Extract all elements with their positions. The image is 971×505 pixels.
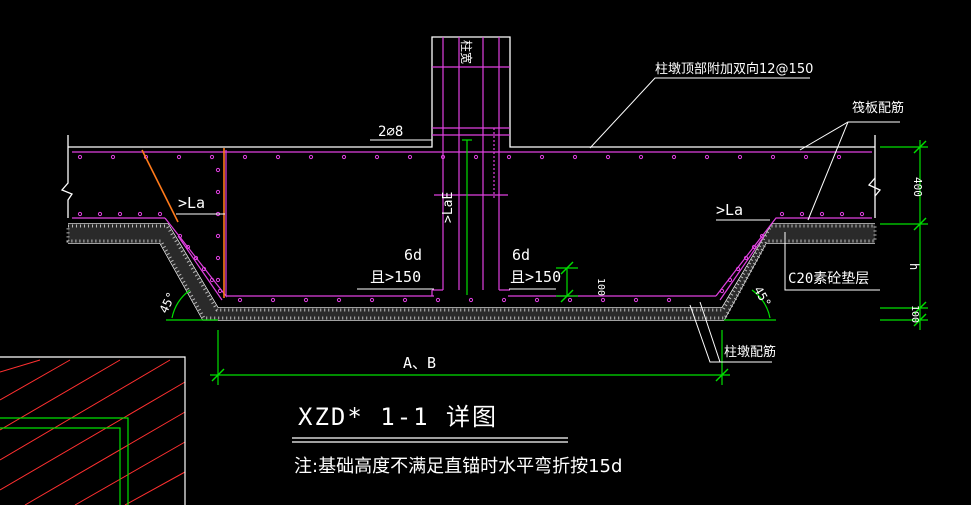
rebar-dot xyxy=(567,297,573,303)
dim-400-label: 400 xyxy=(911,177,924,197)
rebar-dot xyxy=(77,154,83,160)
stirrup-label: 2⌀8 xyxy=(378,124,403,140)
rebar-dot xyxy=(743,255,749,261)
bend-right-150: 且>150 xyxy=(510,268,561,286)
raft-rebar-label: 筏板配筋 xyxy=(852,100,904,116)
rebar-dot xyxy=(473,154,479,160)
rebar-dot xyxy=(572,154,578,160)
rebar-dots xyxy=(77,154,865,303)
cap-rebar-label: 柱墩配筋 xyxy=(724,344,776,360)
rebar-dot xyxy=(759,233,765,239)
rebar-dot xyxy=(215,189,221,195)
anchor-right-label: >La xyxy=(716,201,743,219)
rebar-dot xyxy=(308,154,314,160)
rebar-dot xyxy=(215,167,221,173)
rebar-dot xyxy=(704,154,710,160)
rebar-dot xyxy=(799,211,805,217)
dimension-lines xyxy=(166,139,928,385)
rebar-dot xyxy=(303,297,309,303)
rebar-dot xyxy=(402,297,408,303)
rebar-dot xyxy=(638,154,644,160)
title-underline xyxy=(292,437,568,443)
rebar-dot xyxy=(633,297,639,303)
rebar-dot xyxy=(435,297,441,303)
rebar-dot xyxy=(600,297,606,303)
rebar-dot xyxy=(735,266,741,272)
rebar-dot xyxy=(770,154,776,160)
rebar-dot xyxy=(534,297,540,303)
dim-ab-label: A、B xyxy=(403,354,436,372)
rebar-dot xyxy=(185,244,191,250)
rebar-dot xyxy=(110,154,116,160)
rebar-dot xyxy=(193,255,199,261)
dim-h-label: h xyxy=(907,263,921,270)
rebar-dot xyxy=(77,211,83,217)
rebar-dot xyxy=(157,211,163,217)
rebar-dot xyxy=(407,154,413,160)
anchor-left-label: >La xyxy=(178,194,205,212)
rebar-dot xyxy=(201,266,207,272)
rebar-dot xyxy=(237,297,243,303)
rebar-dot xyxy=(468,297,474,303)
rebar-dot xyxy=(217,288,223,294)
angle-left-label: 45° xyxy=(157,290,179,316)
rebar-dot xyxy=(215,277,221,283)
rebar-dot xyxy=(341,154,347,160)
rebar-dot xyxy=(270,297,276,303)
rebar-dot xyxy=(539,154,545,160)
rebar-dot xyxy=(605,154,611,160)
rebar-dot xyxy=(209,154,215,160)
rebar-dot xyxy=(336,297,342,303)
bend-right-6d: 6d xyxy=(512,246,530,264)
rebar-dot xyxy=(209,277,215,283)
rebar-dot xyxy=(440,154,446,160)
rebar-dot xyxy=(97,211,103,217)
anchor-column-label: >LaE xyxy=(441,192,456,223)
rebar-dot xyxy=(719,288,725,294)
rebar-dot xyxy=(803,154,809,160)
rebar-dot xyxy=(117,211,123,217)
rebar-dot xyxy=(215,255,221,261)
rebar-dot xyxy=(215,233,221,239)
rebar-dot xyxy=(779,211,785,217)
rebar-dot xyxy=(177,233,183,239)
drawing-note: 注:基础高度不满足直锚时水平弯折按15d xyxy=(294,456,622,477)
angle-right-label: 45° xyxy=(751,284,774,310)
rebar-dot xyxy=(859,211,865,217)
bend-left-150: 且>150 xyxy=(370,268,421,286)
rebar-dot xyxy=(737,154,743,160)
drawing-title: XZD* 1-1 详图 xyxy=(298,403,498,431)
dim-100-inner-label: 100 xyxy=(595,278,606,296)
rebar-dot xyxy=(275,154,281,160)
rebar-dot xyxy=(836,154,842,160)
column-width-label: 柱宽 xyxy=(459,40,474,64)
rebar-dot xyxy=(727,277,733,283)
rebar-lines xyxy=(72,37,872,301)
plan-view-fragment xyxy=(0,356,186,505)
bend-left-6d: 6d xyxy=(404,246,422,264)
rebar-dot xyxy=(839,211,845,217)
rebar-dot xyxy=(671,154,677,160)
rebar-dot xyxy=(374,154,380,160)
rebar-dot xyxy=(137,211,143,217)
dimension-ticks xyxy=(211,140,927,382)
leader-lines xyxy=(176,77,900,363)
cushion-hatch xyxy=(66,224,877,320)
rebar-dot xyxy=(751,244,757,250)
cushion-label: C20素砼垫层 xyxy=(788,271,869,287)
dim-100-outer-label: 100 xyxy=(909,305,920,323)
rebar-dot xyxy=(242,154,248,160)
rebar-dot xyxy=(819,211,825,217)
rebar-dot xyxy=(666,297,672,303)
anchor-highlight-lines xyxy=(141,148,225,298)
rebar-dot xyxy=(176,154,182,160)
cap-top-rebar-label: 柱墩顶部附加双向12@150 xyxy=(655,61,813,77)
rebar-dot xyxy=(501,297,507,303)
rebar-dot xyxy=(506,154,512,160)
rebar-dot xyxy=(369,297,375,303)
